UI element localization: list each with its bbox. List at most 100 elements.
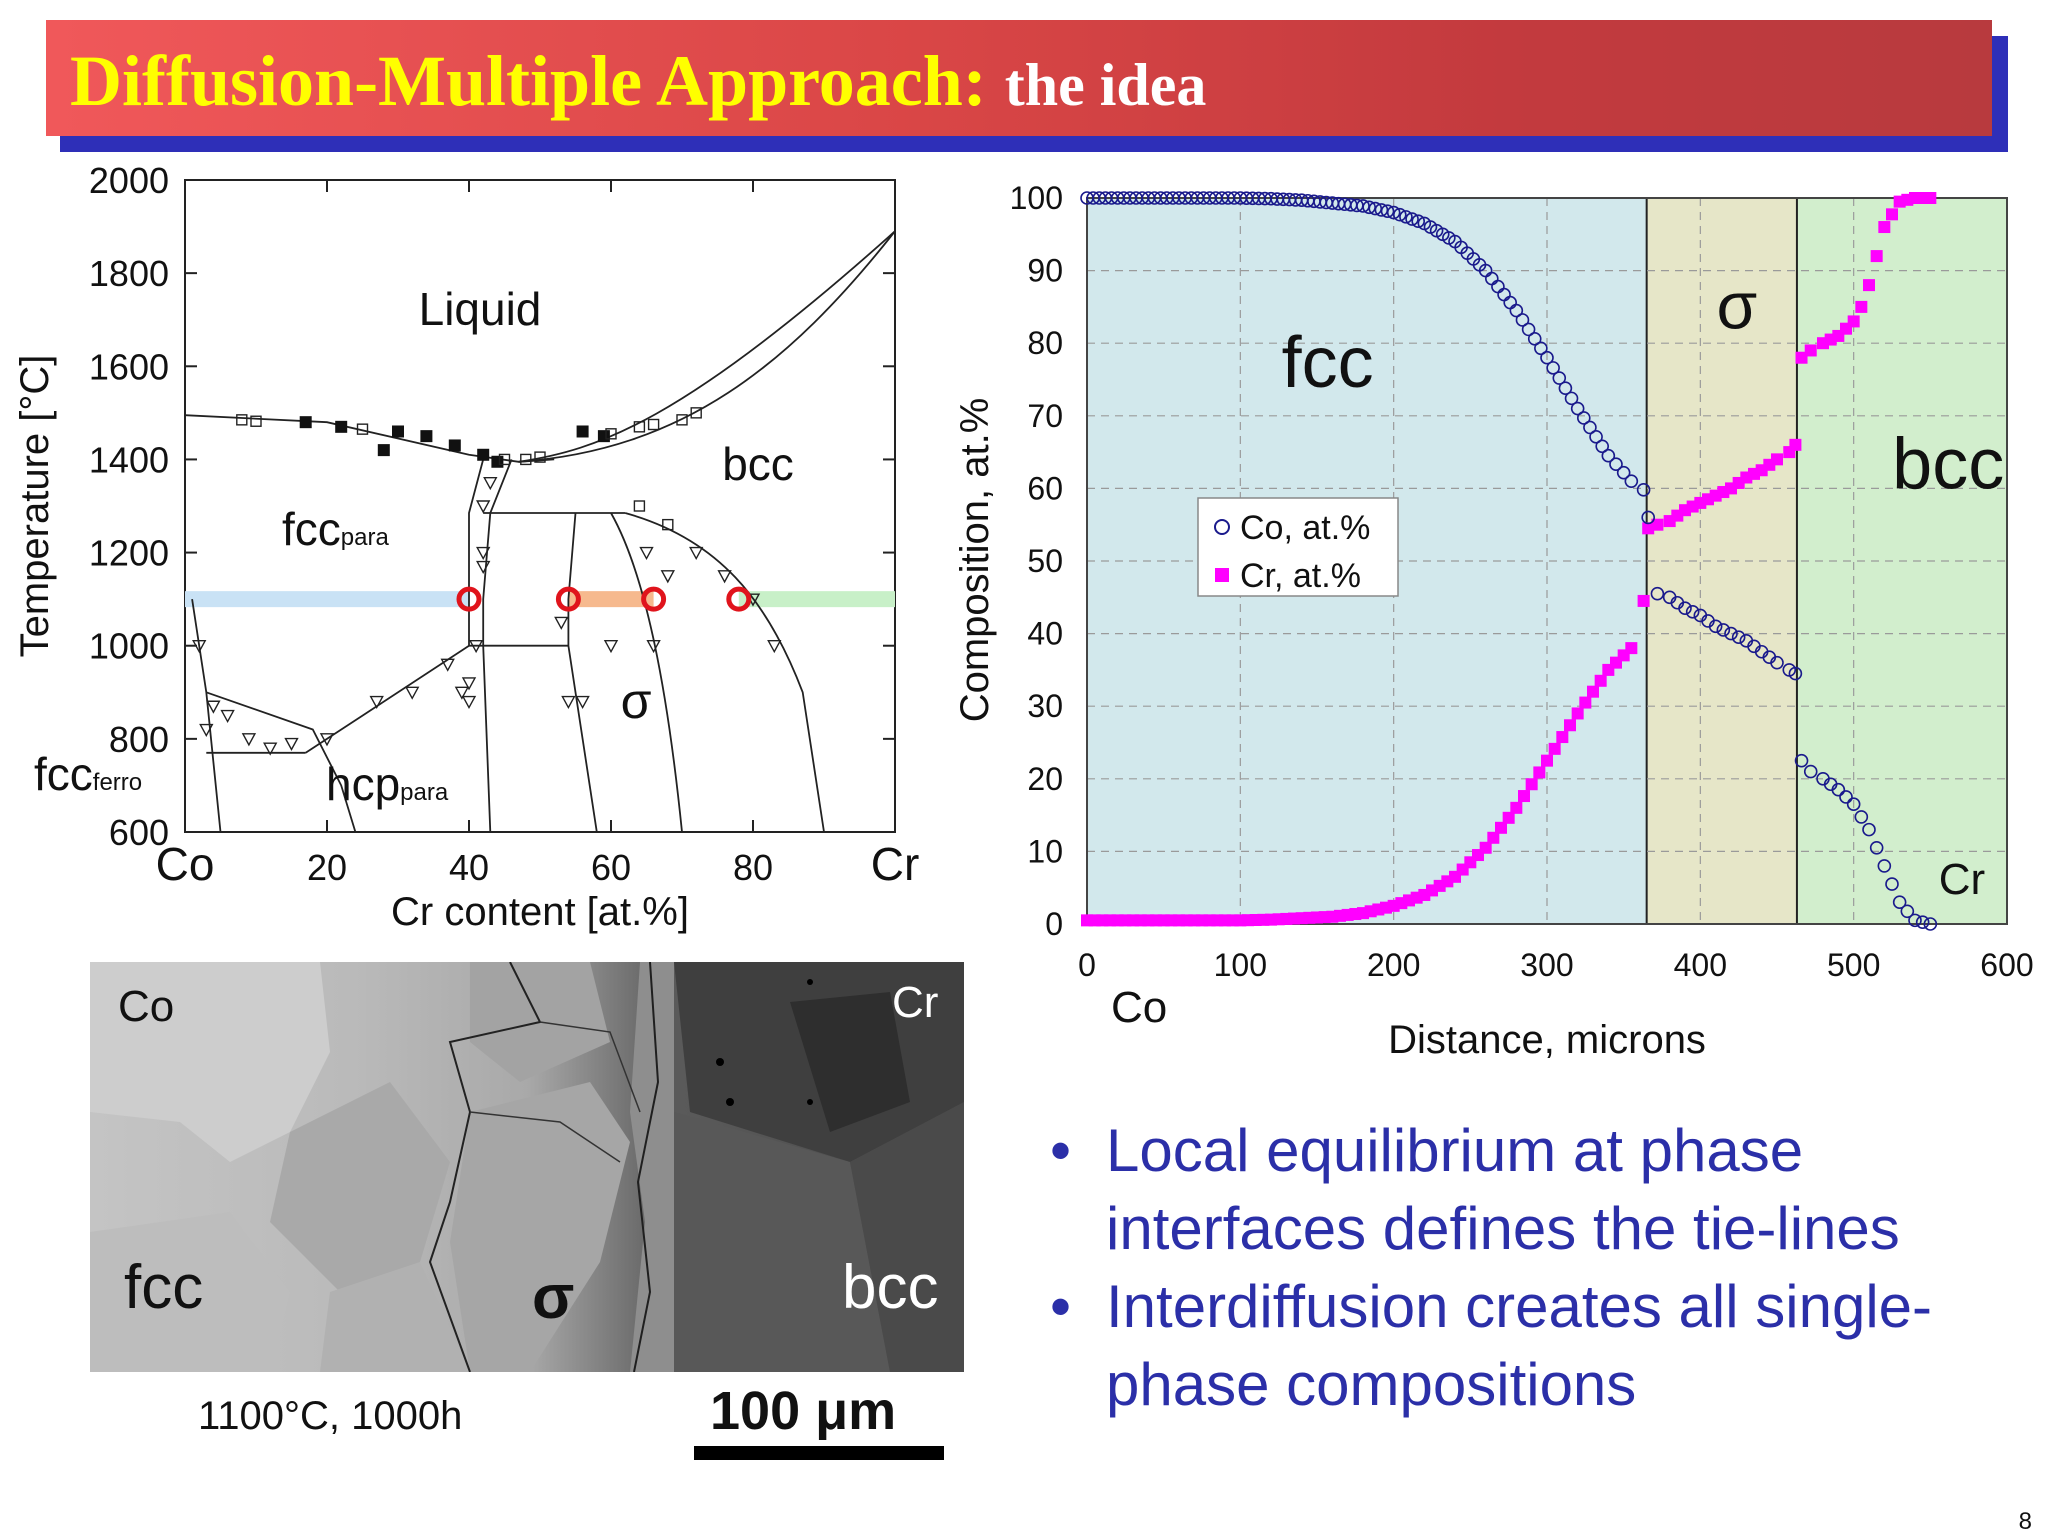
data-marker-triangle <box>263 742 278 756</box>
data-marker-triangle <box>476 546 491 561</box>
cr-data-point <box>1579 696 1592 709</box>
region-label: bcc <box>1892 424 2004 504</box>
co-data-point <box>1515 313 1530 327</box>
co-data-point <box>1846 797 1861 812</box>
data-marker-filled <box>335 420 348 433</box>
co-data-point <box>1892 895 1907 910</box>
co-data-point <box>1589 430 1603 444</box>
grain <box>90 962 330 1162</box>
data-marker-triangle <box>199 723 214 738</box>
grain <box>90 1212 290 1372</box>
data-marker-open <box>520 453 532 466</box>
phase-boundary-line <box>482 459 513 833</box>
pore <box>807 979 813 985</box>
bcc-tie-band <box>738 591 895 608</box>
cr-data-point <box>1795 351 1808 364</box>
hcp-para-main: hcp <box>326 758 400 810</box>
co-data-point <box>1770 655 1784 670</box>
phase-boundary-line <box>567 512 598 833</box>
y-tick-label: 600 <box>109 812 169 853</box>
fcc-para-sub: para <box>341 524 390 551</box>
bullet-dot-icon: • <box>1050 1117 1072 1184</box>
pore <box>716 1058 724 1066</box>
co-data-point <box>1595 439 1610 454</box>
co-data-point <box>1908 913 1922 928</box>
label-liquid: Liquid <box>419 283 542 335</box>
co-data-point <box>1900 904 1915 919</box>
data-marker-filled <box>420 430 433 443</box>
co-data-point <box>1724 626 1738 641</box>
co-data-point <box>1392 207 1407 222</box>
fcc-ferro-main: fcc <box>34 748 93 800</box>
x-tick-label: 500 <box>1827 947 1880 983</box>
end-label-cr: Cr <box>1939 855 1985 904</box>
tie-point-circle <box>456 586 482 612</box>
data-marker-triangle <box>689 546 704 561</box>
data-marker-triangle <box>440 658 455 672</box>
data-marker-triangle <box>468 640 484 654</box>
end-label-co: Co <box>1111 983 1167 1032</box>
region-label: σ <box>1716 269 1757 343</box>
data-marker-triangle <box>561 695 576 710</box>
scale-bar <box>694 1446 944 1460</box>
data-marker-open <box>356 423 369 435</box>
data-marker-filled <box>576 425 589 438</box>
pore <box>726 1098 734 1106</box>
interface-line <box>633 962 660 1372</box>
data-marker-triangle <box>241 733 257 747</box>
co-data-point <box>1583 420 1597 435</box>
co-data-point <box>1521 322 1536 337</box>
grain-boundary-crack <box>539 1021 641 1113</box>
cr-data-point <box>1587 685 1599 698</box>
data-marker-triangle <box>405 686 420 700</box>
co-data-point <box>1915 915 1930 929</box>
co-data-point <box>1576 411 1591 425</box>
co-data-point <box>1399 210 1413 224</box>
cr-data-point <box>1878 221 1891 234</box>
phase-diagram-ylabel: Temperature [°C] <box>13 355 57 658</box>
fcc-ferro-sub: ferro <box>93 769 142 796</box>
co-data-point <box>1685 605 1700 619</box>
grain-boundary-crack <box>469 1111 621 1163</box>
cr-data-point <box>1870 250 1883 263</box>
cr-data-point <box>1510 801 1523 814</box>
y-tick-label: 40 <box>1027 616 1063 652</box>
data-marker-triangle <box>284 737 299 751</box>
cr-data-point <box>1495 821 1507 834</box>
data-marker-open <box>498 453 511 466</box>
cr-data-point <box>1188 914 1201 927</box>
data-marker-filled <box>597 430 610 443</box>
grain <box>450 1082 630 1372</box>
cr-data-point <box>1771 453 1783 466</box>
slide-title: Diffusion-Multiple Approach: the idea <box>70 40 1206 123</box>
page-number: 8 <box>2018 1508 2032 1535</box>
data-marker-triangle <box>369 695 384 710</box>
bullet-dot-icon: • <box>1050 1273 1072 1340</box>
micro-label-co: Co <box>118 982 175 1031</box>
y-tick-label: 1800 <box>89 253 169 294</box>
region-label: fcc <box>1282 323 1374 403</box>
co-data-point <box>1877 859 1892 873</box>
cr-data-point <box>1541 754 1553 767</box>
bullet-item: •Local equilibrium at phase interfaces d… <box>1050 1112 2030 1268</box>
data-marker-open <box>647 418 660 431</box>
cr-data-point <box>1564 719 1576 732</box>
data-marker-filled <box>448 439 461 452</box>
label-fcc-para: fccpara <box>282 503 389 555</box>
co-data-point <box>1923 917 1938 931</box>
cr-data-point <box>1571 707 1584 720</box>
cr-data-point <box>1525 778 1538 791</box>
label-fcc-ferro: fccferro <box>34 748 142 800</box>
cr-data-point <box>1855 300 1868 313</box>
x-tick-label: 60 <box>591 847 631 888</box>
cr-data-point <box>1637 594 1650 607</box>
cr-data-point <box>1533 766 1546 779</box>
phase-diagram-xlabel: Cr content [at.%] <box>391 890 689 934</box>
sigma-tie-band <box>568 591 654 608</box>
grain <box>270 1082 450 1292</box>
bullet-list: •Local equilibrium at phase interfaces d… <box>1050 1112 2030 1424</box>
data-marker-open <box>605 428 617 440</box>
data-marker-triangle <box>319 733 335 747</box>
y-tick-label: 70 <box>1027 398 1063 434</box>
